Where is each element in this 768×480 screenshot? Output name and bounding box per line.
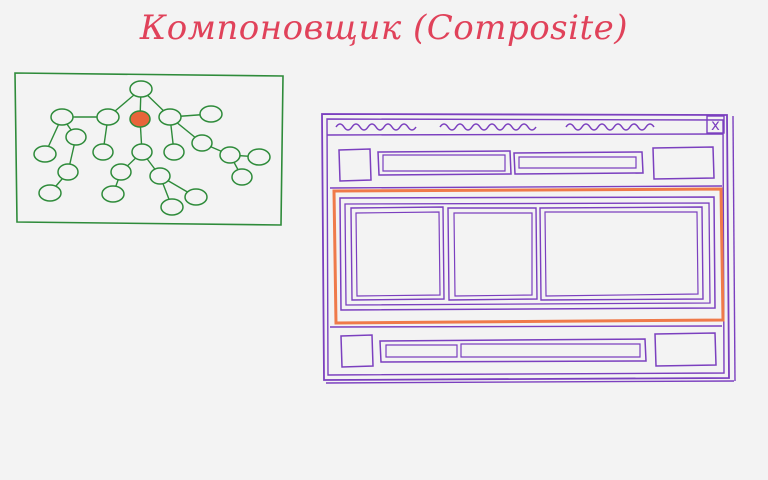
window-close-label: x	[711, 116, 720, 134]
toolbar-top-field-1	[377, 150, 512, 176]
tree-node	[160, 198, 184, 216]
toolbar-bottom-left-box	[340, 334, 374, 368]
tree-diagram	[14, 72, 284, 226]
tree-node-root	[129, 80, 153, 98]
toolbar-top-field-2	[513, 151, 644, 175]
content-outer-frame	[339, 196, 716, 311]
window-sketch	[321, 113, 736, 384]
tree-nodes	[33, 80, 271, 216]
toolbar-top-left-box	[338, 148, 372, 182]
tree-node	[184, 188, 208, 206]
tree-node	[50, 108, 74, 126]
window-outer-frame	[321, 113, 730, 381]
tree-node	[101, 185, 125, 203]
tree-node	[92, 143, 114, 161]
tree-node	[199, 105, 223, 123]
window-title-bar	[326, 133, 724, 136]
tree-node	[219, 146, 241, 164]
tree-node	[65, 128, 87, 146]
tree-node	[149, 167, 171, 185]
tree-node	[110, 163, 132, 181]
tree-node	[191, 134, 213, 152]
page-title: Компоновщик (Composite)	[139, 8, 629, 48]
tree-node	[57, 163, 79, 181]
tree-node	[33, 145, 57, 163]
composite-highlight-border	[332, 187, 725, 325]
tree-node	[158, 108, 182, 126]
window-title-squiggle	[335, 123, 655, 131]
content-pane-1	[350, 206, 445, 301]
tree-frame	[14, 72, 284, 226]
tree-node	[231, 168, 253, 186]
content-pane-3	[539, 206, 704, 301]
tree-node	[247, 148, 271, 166]
tree-node	[163, 143, 185, 161]
tree-node	[38, 184, 62, 202]
window-close-box	[706, 115, 725, 134]
toolbar-bottom-right-box	[654, 332, 717, 367]
toolbar-top-right-box	[652, 146, 715, 180]
toolbar-bottom-field-1	[379, 338, 647, 363]
tree-node	[96, 108, 120, 126]
tree-node-highlighted	[129, 110, 151, 128]
content-pane-2	[447, 207, 538, 301]
tree-node	[131, 143, 153, 161]
